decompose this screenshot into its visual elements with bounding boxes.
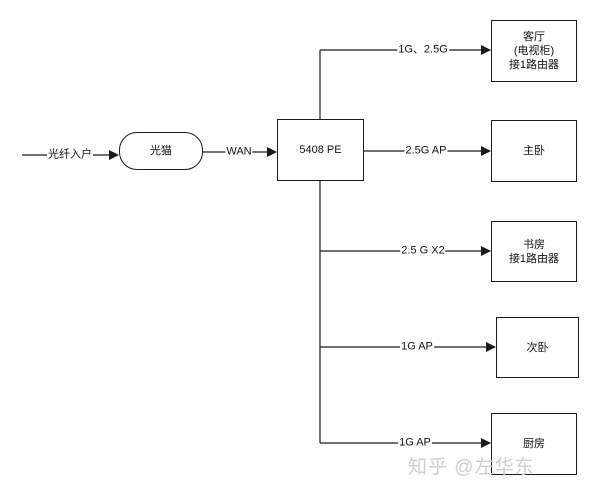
room-label-line: 厨房 (523, 438, 545, 450)
room-node-living-room: 客厅 (电视柜) 接1路由器 (491, 20, 577, 82)
link-label-master-bedroom: 2.5G AP (404, 144, 448, 158)
room-node-kitchen: 厨房 (491, 413, 577, 475)
room-label-line: (电视柜) (513, 45, 555, 57)
room-label-line: 接1路由器 (508, 59, 560, 71)
link-label-second-bedroom: 1G AP (400, 340, 434, 354)
room-label-line: 接1路由器 (508, 252, 560, 265)
room-label-line: 次卧 (526, 341, 549, 354)
room-node-study: 书房 接1路由器 (491, 221, 577, 282)
link-label-study: 2.5 G X2 (400, 244, 446, 258)
room-label-line: 书房 (523, 238, 545, 251)
room-label-line: 主卧 (523, 145, 545, 157)
wan-label: WAN (225, 145, 253, 159)
link-label-living-room: 1G、2.5G (397, 43, 449, 57)
fiber-input-label: 光纤入户 (47, 148, 93, 162)
link-label-kitchen: 1G AP (398, 436, 432, 450)
room-label-line: 客厅 (523, 31, 545, 43)
router-node: 5408 PE (277, 119, 364, 181)
watermark-text: 知乎 @左华东 (408, 457, 535, 478)
modem-label: 光猫 (150, 145, 172, 157)
modem-node: 光猫 (119, 132, 203, 170)
room-node-master-bedroom: 主卧 (491, 120, 577, 182)
router-label: 5408 PE (299, 144, 342, 156)
room-node-second-bedroom: 次卧 (496, 317, 579, 378)
